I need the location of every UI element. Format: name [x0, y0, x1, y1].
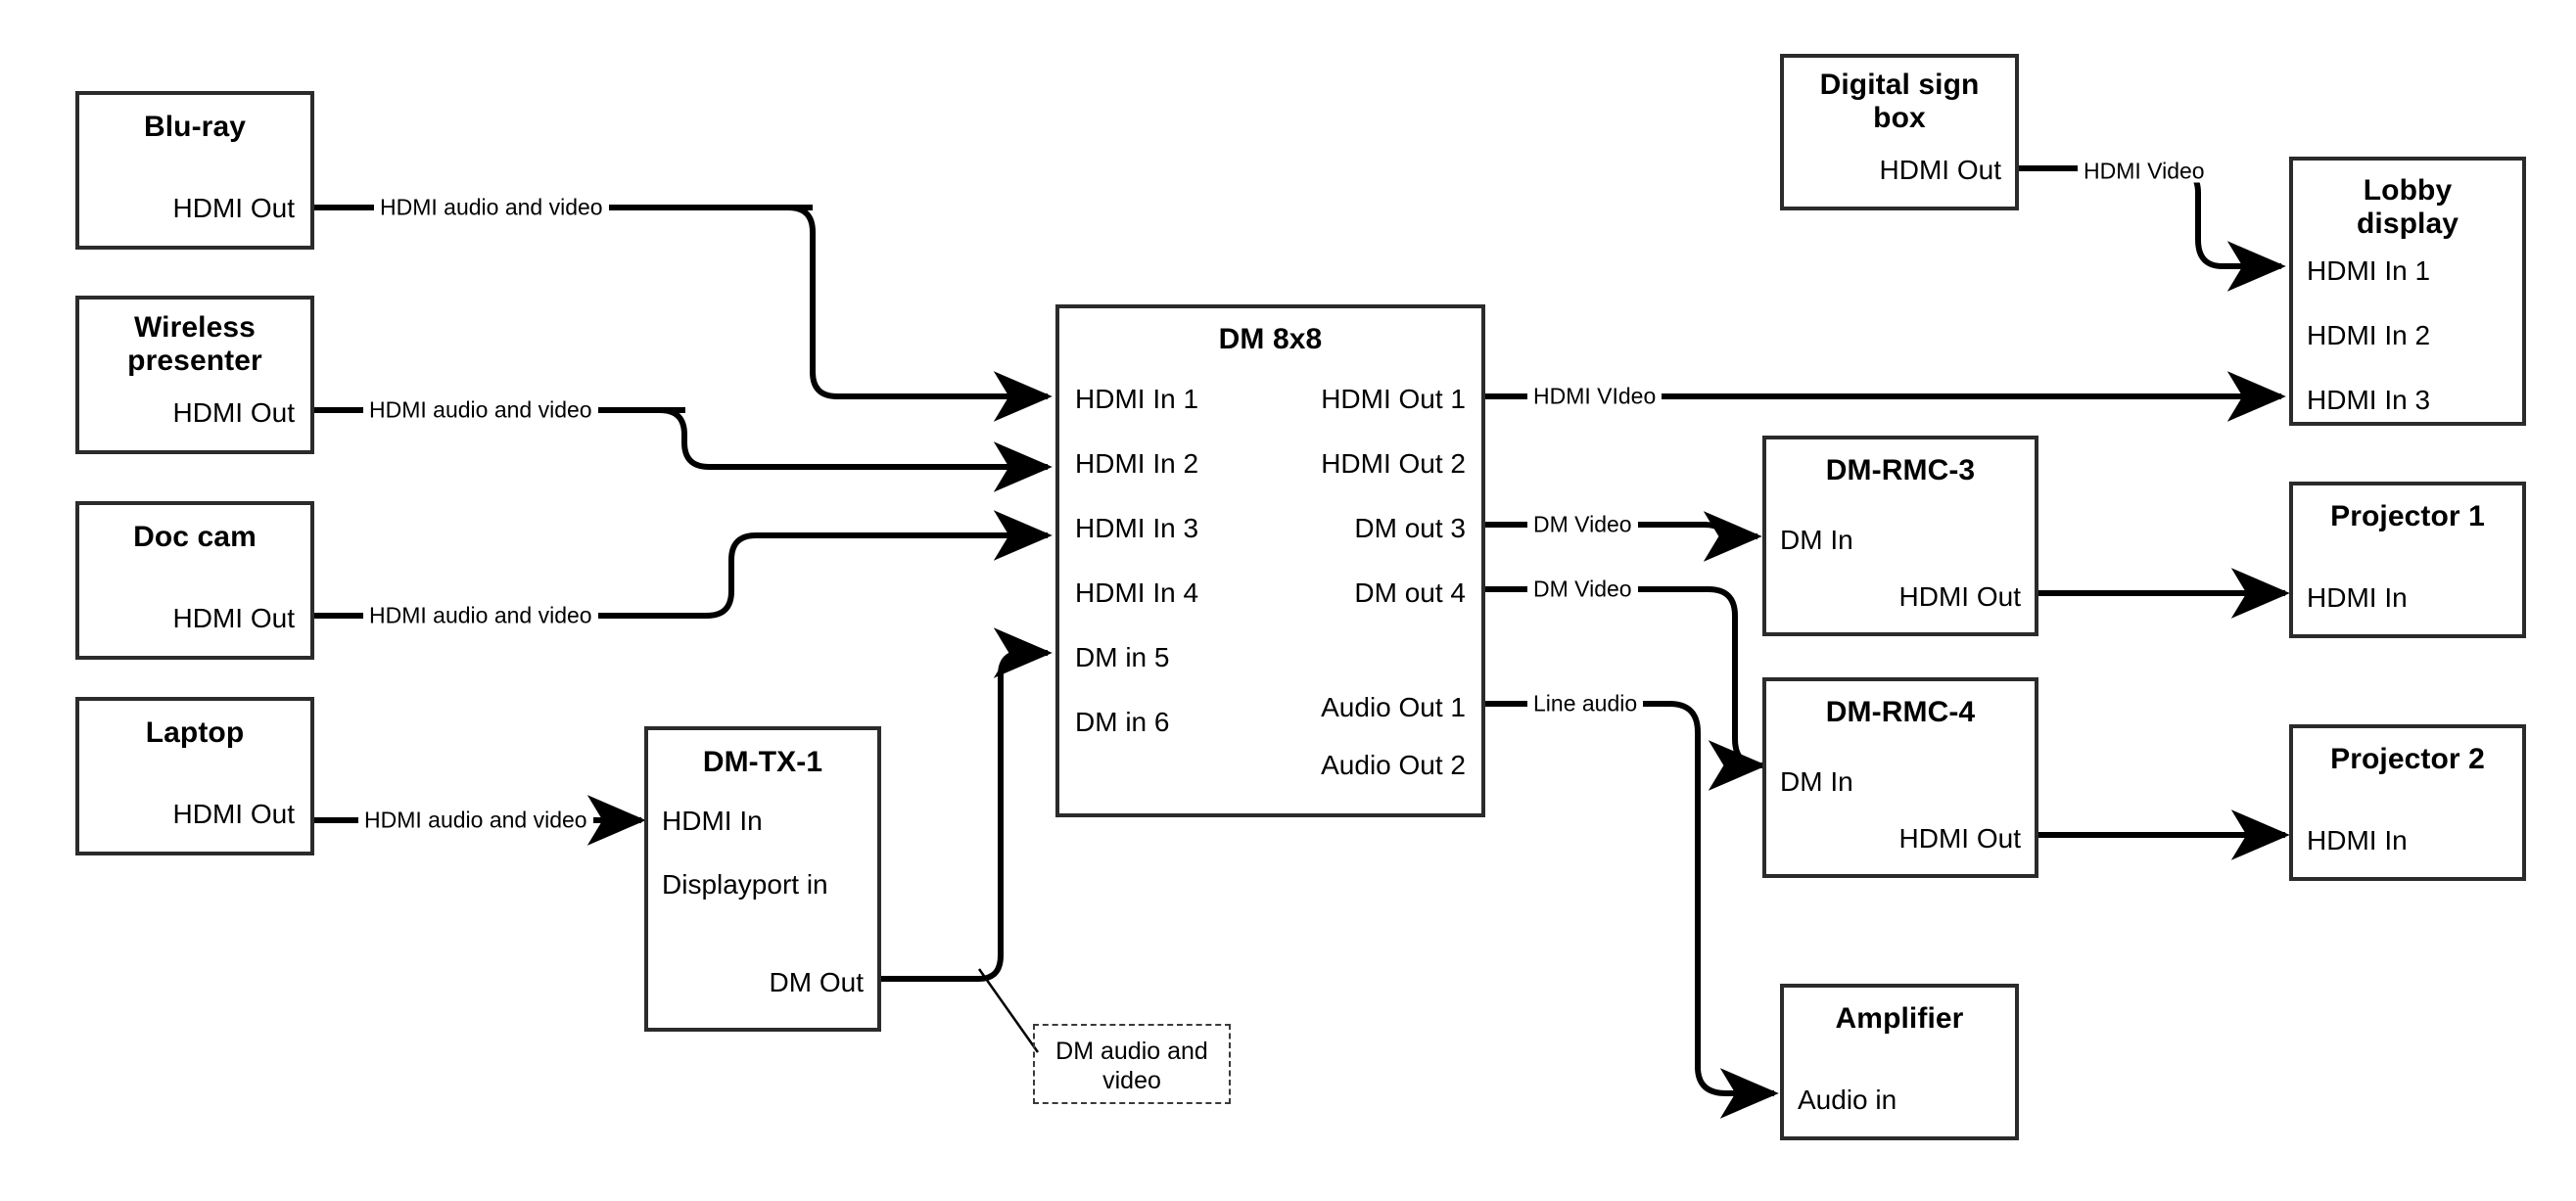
node-dm-8x8-input-hdmi-in-4[interactable]: HDMI In 4 [1075, 577, 1199, 608]
node-digital-sign-box[interactable]: Digital sign box HDMI Out [1780, 54, 2019, 210]
node-dm-tx-1-port-displayport-in[interactable]: Displayport in [662, 869, 828, 900]
wire-dm8x8-dmout4-to-rmc4 [1485, 586, 1767, 791]
node-lobby-display-port-hdmi-in-2[interactable]: HDMI In 2 [2307, 320, 2431, 350]
wire-label-dmout3-rmc3: DM Video [1527, 513, 1638, 536]
wire-label-wireless-to-dm: HDMI audio and video [363, 398, 598, 422]
node-dm-tx-1-port-dm-out[interactable]: DM Out [769, 967, 864, 997]
node-dm-8x8-input-dm-in-5[interactable]: DM in 5 [1075, 642, 1170, 672]
node-amplifier-title: Amplifier [1835, 1002, 1964, 1035]
node-wireless-presenter[interactable]: Wireless presenter HDMI Out [75, 296, 314, 454]
node-dm-8x8-input-hdmi-in-3[interactable]: HDMI In 3 [1075, 513, 1199, 543]
wire-label-laptop-to-dmtx: HDMI audio and video [358, 808, 593, 832]
node-dm-8x8-input-hdmi-in-2[interactable]: HDMI In 2 [1075, 448, 1199, 479]
node-dm-rmc-4-title: DM-RMC-4 [1825, 696, 1976, 728]
node-dm-tx-1-title: DM-TX-1 [702, 746, 823, 778]
node-dm-tx-1-port-hdmi-in[interactable]: HDMI In [662, 806, 763, 836]
node-dm-8x8[interactable]: DM 8x8 HDMI In 1 HDMI In 2 HDMI In 3 HDM… [1055, 304, 1485, 817]
node-lobby-display-port-hdmi-in-1[interactable]: HDMI In 1 [2307, 255, 2431, 286]
node-dm-8x8-title: DM 8x8 [1218, 323, 1323, 355]
node-dm-rmc-3-port-dm-in[interactable]: DM In [1780, 525, 1853, 555]
node-bluray[interactable]: Blu-ray HDMI Out [75, 91, 314, 250]
node-dm-rmc-4-port-hdmi-out[interactable]: HDMI Out [1898, 823, 2021, 854]
node-dm-rmc-4-port-dm-in[interactable]: DM In [1780, 766, 1853, 797]
node-bluray-port-hdmi-out[interactable]: HDMI Out [172, 193, 295, 223]
node-dm-8x8-input-dm-in-6[interactable]: DM in 6 [1075, 707, 1170, 737]
node-doc-cam-title: Doc cam [133, 521, 257, 553]
node-dm-8x8-output-hdmi-out-2[interactable]: HDMI Out 2 [1321, 448, 1466, 479]
node-projector-2-port-hdmi-in[interactable]: HDMI In [2307, 825, 2408, 855]
wire-doccam-to-dm8x8-run [607, 510, 1053, 619]
node-lobby-display-title: Lobby display [2356, 174, 2459, 240]
node-dm-8x8-input-hdmi-in-1[interactable]: HDMI In 1 [1075, 384, 1199, 414]
node-lobby-display[interactable]: Lobby display HDMI In 1 HDMI In 2 HDMI I… [2289, 157, 2526, 426]
node-digital-sign-box-title: Digital sign box [1819, 69, 1980, 134]
node-dm-8x8-output-audio-out-2[interactable]: Audio Out 2 [1321, 750, 1466, 780]
node-dm-tx-1[interactable]: DM-TX-1 HDMI In Displayport in DM Out [644, 726, 881, 1032]
note-dm-audio-and-video: DM audio and video [1033, 1024, 1231, 1104]
node-laptop-port-hdmi-out[interactable]: HDMI Out [172, 799, 295, 829]
wire-label-bluray-to-dm: HDMI audio and video [374, 196, 609, 219]
wire-bluray-to-dm8x8-run [607, 205, 1053, 422]
node-projector-1-port-hdmi-in[interactable]: HDMI In [2307, 582, 2408, 613]
wire-dm8x8-audioout1-to-amp [1485, 701, 1779, 1119]
node-bluray-title: Blu-ray [143, 111, 247, 143]
node-wireless-presenter-title: Wireless presenter [127, 311, 262, 377]
note-dm-audio-and-video-text: DM audio and video [1055, 1038, 1208, 1094]
node-dm-8x8-output-dm-out-3[interactable]: DM out 3 [1354, 513, 1466, 543]
node-laptop-title: Laptop [145, 716, 245, 749]
node-dm-rmc-4[interactable]: DM-RMC-4 DM In HDMI Out [1762, 677, 2038, 878]
wire-wireless-to-dm8x8-run [607, 407, 1053, 492]
callout-leader-dm-audio-video [977, 968, 1040, 1053]
node-dm-rmc-3-title: DM-RMC-3 [1825, 454, 1976, 486]
node-lobby-display-port-hdmi-in-3[interactable]: HDMI In 3 [2307, 385, 2431, 415]
node-laptop[interactable]: Laptop HDMI Out [75, 697, 314, 855]
wire-label-audioout1-amp: Line audio [1527, 692, 1644, 716]
node-amplifier[interactable]: Amplifier Audio in [1780, 984, 2019, 1140]
node-projector-1-title: Projector 1 [2330, 500, 2485, 532]
node-dm-rmc-3-port-hdmi-out[interactable]: HDMI Out [1898, 581, 2021, 612]
wire-label-hdmiout1-lobby: HDMI VIdeo [1527, 385, 1663, 408]
node-dm-8x8-output-hdmi-out-1[interactable]: HDMI Out 1 [1321, 384, 1466, 414]
node-projector-2-title: Projector 2 [2330, 743, 2485, 775]
node-projector-2[interactable]: Projector 2 HDMI In [2289, 724, 2526, 881]
wire-dmtx1-to-dm8x8 [881, 627, 1053, 982]
node-dm-8x8-output-audio-out-1[interactable]: Audio Out 1 [1321, 692, 1466, 722]
wire-label-dmout4-rmc4: DM Video [1527, 577, 1638, 601]
node-amplifier-port-audio-in[interactable]: Audio in [1798, 1085, 1897, 1115]
node-projector-1[interactable]: Projector 1 HDMI In [2289, 482, 2526, 638]
node-dm-rmc-3[interactable]: DM-RMC-3 DM In HDMI Out [1762, 436, 2038, 636]
wire-label-sign-to-lobby: HDMI Video [2078, 160, 2211, 183]
node-doc-cam-port-hdmi-out[interactable]: HDMI Out [172, 603, 295, 633]
node-digital-sign-box-port-hdmi-out[interactable]: HDMI Out [1879, 155, 2001, 185]
node-dm-8x8-output-dm-out-4[interactable]: DM out 4 [1354, 577, 1466, 608]
node-wireless-presenter-port-hdmi-out[interactable]: HDMI Out [172, 397, 295, 428]
wire-label-doccam-to-dm: HDMI audio and video [363, 604, 598, 627]
node-doc-cam[interactable]: Doc cam HDMI Out [75, 501, 314, 660]
